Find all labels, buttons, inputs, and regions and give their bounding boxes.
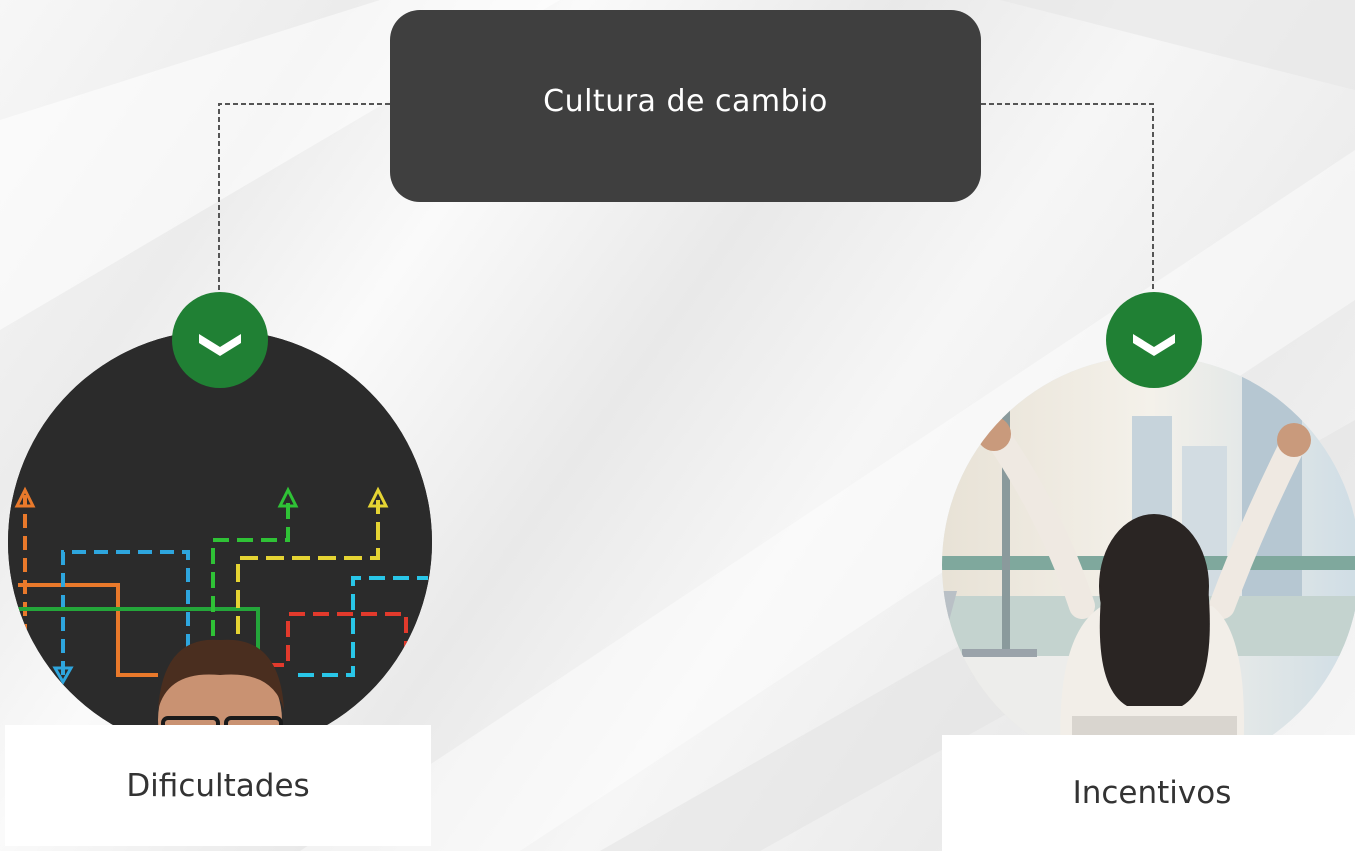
incentivos-photo xyxy=(942,356,1355,774)
incentivos-node[interactable]: Incentivos xyxy=(942,735,1355,851)
incentivos-label: Incentivos xyxy=(1072,775,1232,811)
dificultades-label: Dificultades xyxy=(126,767,310,804)
dificultades-node[interactable]: Dificultades xyxy=(5,725,431,846)
root-node: Cultura de cambio xyxy=(390,10,981,202)
chevron-down-icon xyxy=(199,334,241,356)
incentivos-toggle-button[interactable] xyxy=(1106,292,1202,388)
chevron-down-icon xyxy=(1133,334,1175,356)
dificultades-toggle-button[interactable] xyxy=(172,292,268,388)
dificultades-photo xyxy=(8,330,432,754)
root-label: Cultura de cambio xyxy=(543,83,828,119)
